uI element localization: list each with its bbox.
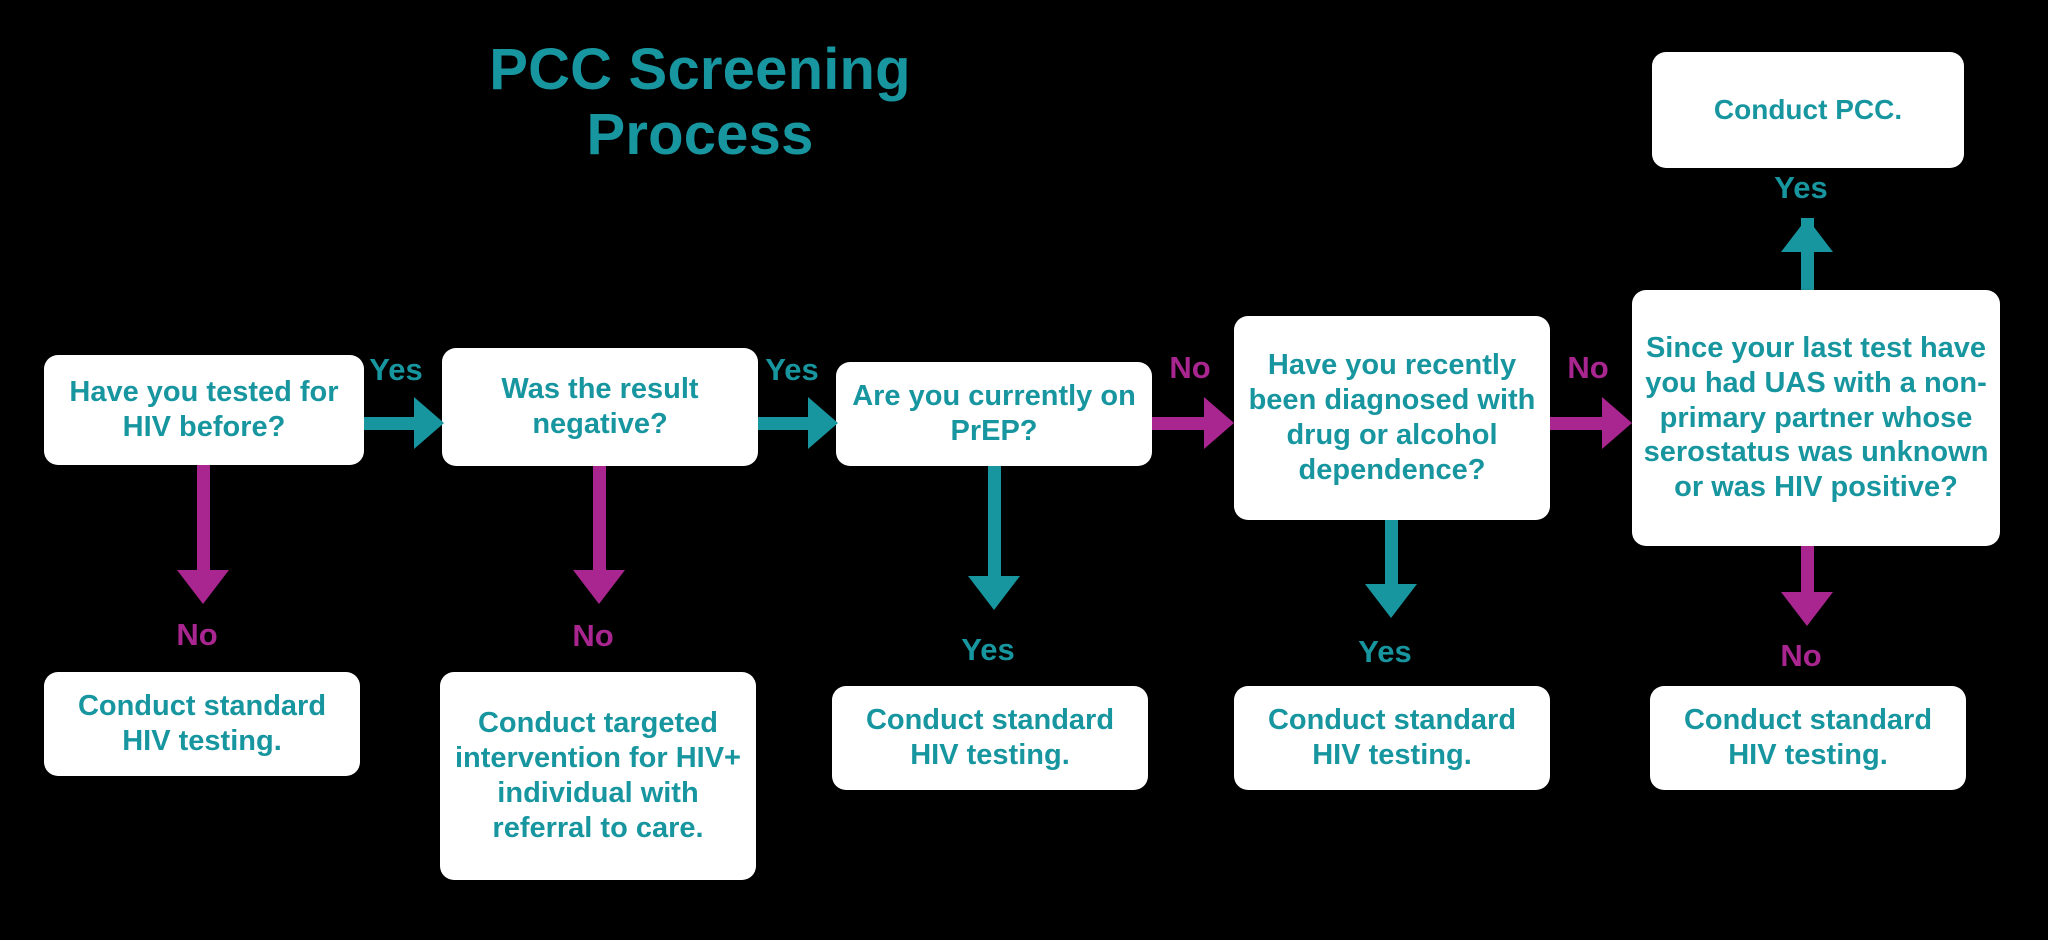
outcome-node-standard-testing-3[interactable]: Conduct standard HIV testing. xyxy=(1234,686,1550,790)
outcome-node-standard-testing-3-label: Conduct standard HIV testing. xyxy=(1267,704,1517,771)
edge-d4-to-d5-arrowhead xyxy=(1602,397,1632,449)
edge-d1-to-o1-arrowhead xyxy=(177,570,229,604)
edge-d3-to-d4-line xyxy=(1152,417,1206,430)
edge-d1-to-o1-line xyxy=(197,465,210,575)
page-title: PCC Screening Process xyxy=(430,37,970,168)
decision-node-on-prep[interactable]: Are you currently on PrEP? xyxy=(836,362,1152,466)
edge-label-d5-to-conduct-pcc: Yes xyxy=(1774,170,1828,205)
outcome-node-targeted-intervention[interactable]: Conduct targeted intervention for HIV+ i… xyxy=(440,672,756,880)
edge-d2-to-o2-arrowhead xyxy=(573,570,625,604)
outcome-node-standard-testing-1-label: Conduct standard HIV testing. xyxy=(77,690,327,757)
edge-d4-to-d5-line xyxy=(1550,417,1604,430)
edge-d4-to-o4-line xyxy=(1385,520,1398,588)
outcome-node-targeted-intervention-label: Conduct targeted intervention for HIV+ i… xyxy=(454,707,741,844)
outcome-node-standard-testing-4[interactable]: Conduct standard HIV testing. xyxy=(1650,686,1966,790)
page-title-line-2: Process xyxy=(586,101,814,167)
edge-label-d2-to-d3: Yes xyxy=(765,352,819,387)
decision-node-drug-alcohol-dependence[interactable]: Have you recently been diagnosed with dr… xyxy=(1234,316,1550,520)
outcome-node-conduct-pcc-label: Conduct PCC. xyxy=(1713,94,1903,126)
decision-node-drug-alcohol-dependence-label: Have you recently been diagnosed with dr… xyxy=(1248,349,1536,486)
decision-node-uas-nonprimary-partner-label: Since your last test have you had UAS wi… xyxy=(1643,332,1989,504)
edge-d3-to-o3-arrowhead xyxy=(968,576,1020,610)
edge-d2-to-d3-arrowhead xyxy=(808,397,838,449)
edge-label-d2-to-o2: No xyxy=(572,618,614,653)
outcome-node-standard-testing-2-label: Conduct standard HIV testing. xyxy=(865,704,1115,771)
outcome-node-standard-testing-4-label: Conduct standard HIV testing. xyxy=(1683,704,1933,771)
decision-node-result-negative[interactable]: Was the result negative? xyxy=(442,348,758,466)
edge-d2-to-o2-line xyxy=(593,466,606,574)
decision-node-on-prep-label: Are you currently on PrEP? xyxy=(852,380,1136,447)
edge-d5-to-conduct-pcc-arrowhead xyxy=(1781,218,1833,252)
edge-label-d3-to-d4: No xyxy=(1169,350,1211,385)
edge-label-d3-to-o3: Yes xyxy=(961,632,1015,667)
edge-d3-to-d4-arrowhead xyxy=(1204,397,1234,449)
edge-label-d1-to-d2: Yes xyxy=(369,352,423,387)
edge-d1-to-d2-line xyxy=(364,417,416,430)
edge-d4-to-o4-arrowhead xyxy=(1365,584,1417,618)
edge-d1-to-d2-arrowhead xyxy=(414,397,444,449)
outcome-node-standard-testing-1[interactable]: Conduct standard HIV testing. xyxy=(44,672,360,776)
decision-node-result-negative-label: Was the result negative? xyxy=(501,373,699,440)
edge-label-d4-to-d5: No xyxy=(1567,350,1609,385)
page-title-line-1: PCC Screening xyxy=(489,37,911,102)
edge-label-d4-to-o4: Yes xyxy=(1358,634,1412,669)
edge-d3-to-o3-line xyxy=(988,466,1001,580)
outcome-node-conduct-pcc[interactable]: Conduct PCC. xyxy=(1652,52,1964,168)
decision-node-uas-nonprimary-partner[interactable]: Since your last test have you had UAS wi… xyxy=(1632,290,2000,546)
edge-label-d1-to-o1: No xyxy=(176,617,218,652)
outcome-node-standard-testing-2[interactable]: Conduct standard HIV testing. xyxy=(832,686,1148,790)
edge-d5-to-o5-arrowhead xyxy=(1781,592,1833,626)
decision-node-tested-before-label: Have you tested for HIV before? xyxy=(69,376,339,443)
decision-node-tested-before[interactable]: Have you tested for HIV before? xyxy=(44,355,364,465)
edge-label-d5-to-o5: No xyxy=(1780,638,1822,673)
edge-d5-to-o5-line xyxy=(1801,546,1814,596)
edge-d2-to-d3-line xyxy=(758,417,810,430)
